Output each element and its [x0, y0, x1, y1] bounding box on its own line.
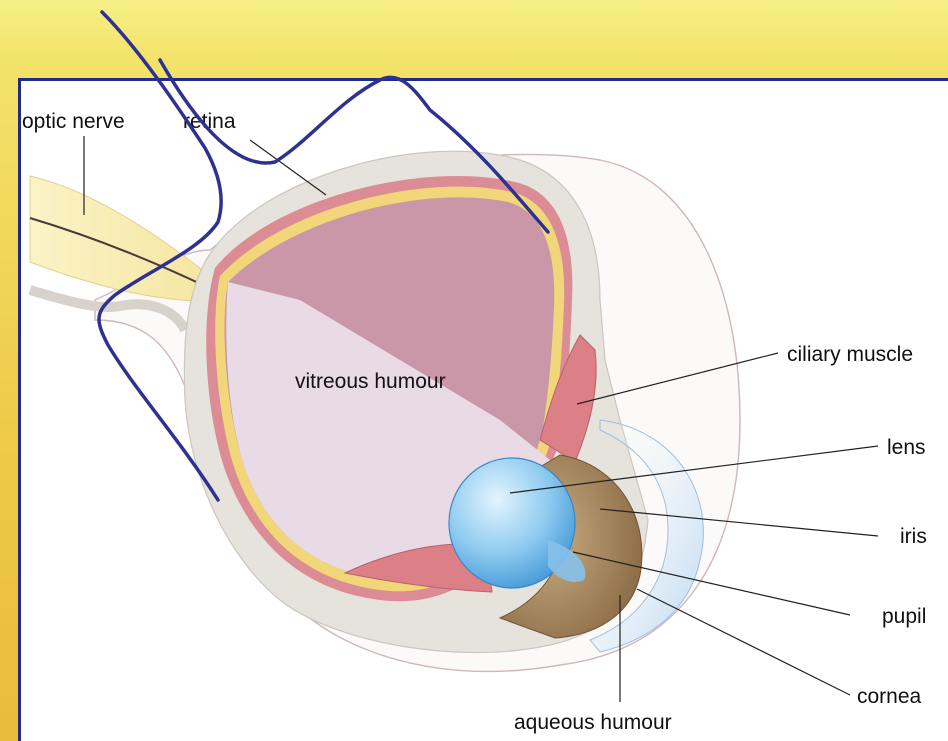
label-vitreous-humour: vitreous humour	[295, 370, 446, 393]
label-ciliary-muscle: ciliary muscle	[787, 343, 913, 366]
label-optic-nerve: optic nerve	[22, 110, 125, 133]
optic-nerve-shape	[30, 176, 210, 302]
leader-retina	[250, 140, 326, 195]
label-cornea: cornea	[857, 685, 922, 708]
label-iris: iris	[900, 525, 927, 548]
label-lens: lens	[887, 436, 926, 459]
leader-cornea	[637, 589, 850, 695]
label-pupil: pupil	[882, 605, 926, 628]
label-aqueous-humour: aqueous humour	[514, 711, 672, 734]
